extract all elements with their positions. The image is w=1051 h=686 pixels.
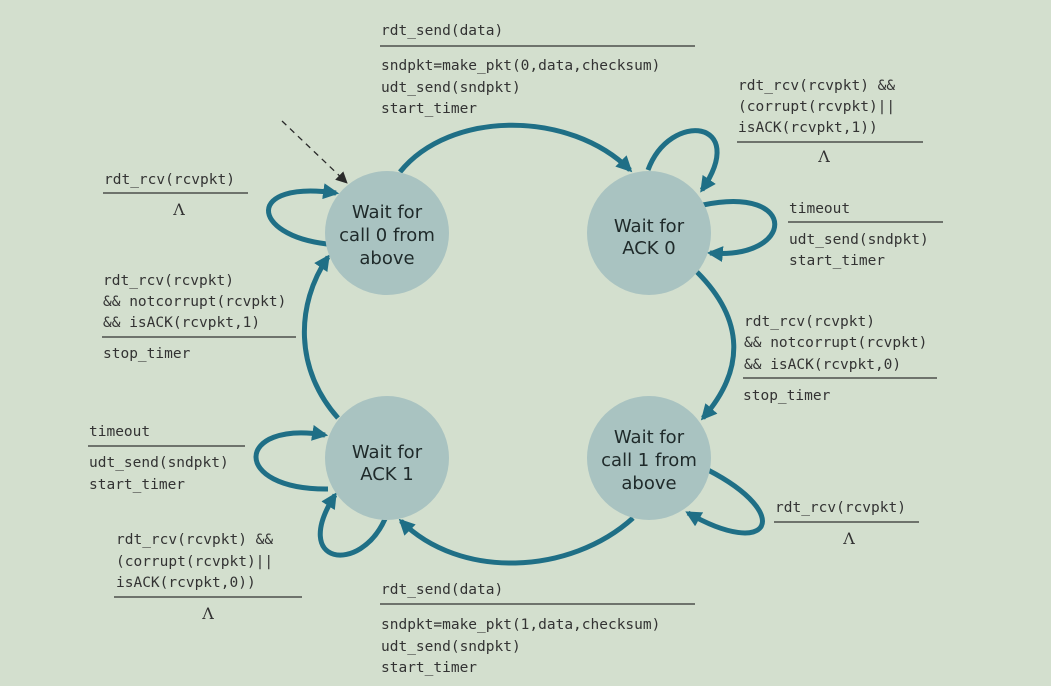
- transition-label-call1-rcv: rdt_rcv(rcvpkt) Λ: [774, 500, 919, 548]
- state-label-line: Wait for: [614, 216, 685, 237]
- transition-label-call0-rcv: rdt_rcv(rcvpkt) Λ: [103, 172, 248, 219]
- event-text: rdt_send(data): [381, 582, 503, 598]
- event-text: (corrupt(rcvpkt)||: [738, 99, 895, 115]
- action-text: udt_send(sndpkt): [789, 232, 929, 248]
- event-text: timeout: [789, 201, 850, 217]
- state-wait-call0: Wait for call 0 from above: [325, 171, 449, 295]
- lambda-symbol: Λ: [172, 200, 185, 219]
- event-text: rdt_rcv(rcvpkt) &&: [116, 532, 273, 548]
- action-text: stop_timer: [743, 388, 831, 404]
- event-text: (corrupt(rcvpkt)||: [116, 554, 273, 570]
- edge-ack0-to-call1: [695, 270, 737, 421]
- state-label-line: ACK 1: [360, 464, 414, 485]
- lambda-symbol: Λ: [842, 529, 855, 548]
- state-wait-ack0: Wait for ACK 0: [587, 171, 711, 295]
- lambda-symbol: Λ: [817, 147, 830, 166]
- state-label-line: above: [621, 473, 676, 494]
- state-wait-ack1: Wait for ACK 1: [325, 396, 449, 520]
- self-loop-ack1-timeout: [253, 425, 329, 492]
- state-label-line: Wait for: [352, 202, 423, 223]
- transition-label-ack1-ok: rdt_rcv(rcvpkt) && notcorrupt(rcvpkt) &&…: [102, 273, 296, 362]
- event-text: rdt_rcv(rcvpkt): [103, 273, 234, 289]
- event-text: && notcorrupt(rcvpkt): [103, 294, 286, 310]
- state-label-line: call 1 from: [601, 450, 697, 471]
- event-text: rdt_rcv(rcvpkt): [775, 500, 906, 516]
- transition-label-send0: rdt_send(data) sndpkt=make_pkt(0,data,ch…: [380, 23, 695, 117]
- state-label-line: Wait for: [614, 427, 685, 448]
- event-text: && isACK(rcvpkt,0): [744, 357, 901, 373]
- state-label-line: call 0 from: [339, 225, 435, 246]
- self-loop-call0: [266, 183, 340, 247]
- action-text: start_timer: [789, 253, 885, 269]
- event-text: isACK(rcvpkt,1)): [738, 120, 878, 136]
- event-text: && isACK(rcvpkt,1): [103, 315, 260, 331]
- lambda-symbol: Λ: [201, 604, 214, 623]
- event-text: rdt_rcv(rcvpkt): [104, 172, 235, 188]
- transition-label-ack0-timeout: timeout udt_send(sndpkt) start_timer: [788, 201, 943, 269]
- action-text: udt_send(sndpkt): [381, 639, 521, 655]
- event-text: rdt_rcv(rcvpkt): [744, 314, 875, 330]
- self-loop-call1: [685, 467, 765, 536]
- event-text: timeout: [89, 424, 150, 440]
- action-text: sndpkt=make_pkt(1,data,checksum): [381, 617, 660, 633]
- event-text: isACK(rcvpkt,0)): [116, 575, 256, 591]
- action-text: start_timer: [381, 660, 477, 676]
- edge-call0-to-ack0: [398, 122, 633, 174]
- action-text: start_timer: [381, 101, 477, 117]
- action-text: stop_timer: [103, 346, 191, 362]
- self-loop-ack0-corrupt: [645, 128, 720, 193]
- transition-label-ack0-corrupt: rdt_rcv(rcvpkt) && (corrupt(rcvpkt)|| is…: [737, 78, 923, 166]
- action-text: start_timer: [89, 477, 185, 493]
- action-text: sndpkt=make_pkt(0,data,checksum): [381, 58, 660, 74]
- transition-label-send1: rdt_send(data) sndpkt=make_pkt(1,data,ch…: [380, 582, 695, 676]
- initial-transition-arrow: [281, 120, 348, 184]
- transition-label-ack1-timeout: timeout udt_send(sndpkt) start_timer: [88, 424, 245, 493]
- edge-ack1-to-call0: [302, 254, 340, 420]
- event-text: rdt_send(data): [381, 23, 503, 39]
- event-text: && notcorrupt(rcvpkt): [744, 335, 927, 351]
- edge-call1-to-ack1: [398, 516, 635, 566]
- action-text: udt_send(sndpkt): [89, 455, 229, 471]
- state-label-line: above: [359, 248, 414, 269]
- state-label-line: ACK 0: [622, 238, 676, 259]
- transition-label-ack1-corrupt: rdt_rcv(rcvpkt) && (corrupt(rcvpkt)|| is…: [114, 532, 302, 623]
- self-loop-ack0-timeout: [702, 199, 778, 263]
- self-loop-ack1-corrupt: [317, 492, 388, 558]
- state-label-line: Wait for: [352, 442, 423, 463]
- transition-label-ack0-ok: rdt_rcv(rcvpkt) && notcorrupt(rcvpkt) &&…: [743, 314, 937, 404]
- event-text: rdt_rcv(rcvpkt) &&: [738, 78, 895, 94]
- action-text: udt_send(sndpkt): [381, 80, 521, 96]
- state-wait-call1: Wait for call 1 from above: [587, 396, 711, 520]
